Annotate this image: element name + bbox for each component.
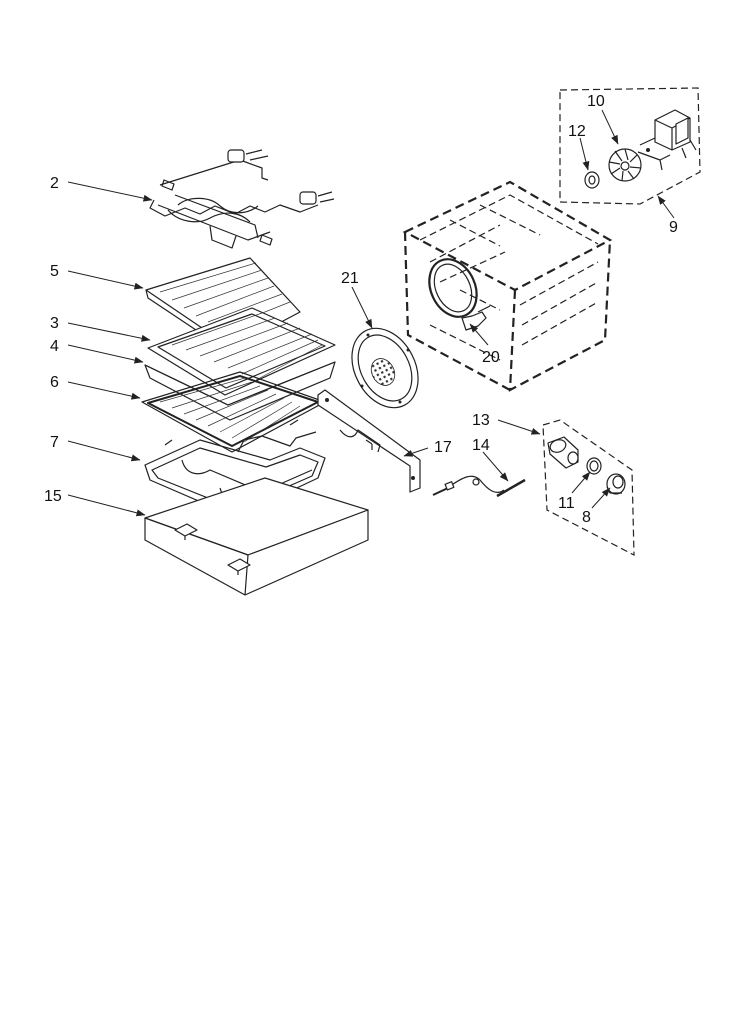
temperature-probe[interactable] [432, 475, 526, 498]
callout-21: 21 [341, 270, 359, 287]
oven-cavity-outline [402, 180, 613, 392]
light-socket[interactable] [547, 436, 579, 469]
leader-lines [67, 109, 675, 517]
broiler-pan[interactable] [147, 307, 336, 396]
light-assembly-group [542, 419, 635, 556]
callout-3: 3 [50, 315, 59, 332]
light-lens[interactable] [606, 473, 626, 495]
callout-13: 13 [472, 412, 490, 429]
callout-10: 10 [587, 93, 605, 110]
callout-2: 2 [50, 175, 59, 192]
convection-fan-cover[interactable] [339, 317, 431, 419]
element-bracket[interactable] [317, 389, 421, 493]
callout-15: 15 [44, 488, 62, 505]
oven-bottom-panel[interactable] [144, 477, 369, 596]
convection-fan-blade[interactable] [608, 148, 642, 182]
callout-labels: 2 5 3 4 6 7 15 21 20 17 14 13 11 8 9 10 … [44, 93, 678, 526]
callout-6: 6 [50, 374, 59, 391]
callout-9: 9 [669, 219, 678, 236]
callout-8: 8 [582, 509, 591, 526]
convection-motor[interactable] [637, 109, 697, 171]
lens-gasket[interactable] [586, 457, 602, 475]
convection-element[interactable] [420, 252, 491, 331]
callout-5: 5 [50, 263, 59, 280]
callout-20: 20 [482, 349, 500, 366]
callout-11: 11 [558, 495, 575, 512]
callout-7: 7 [50, 434, 59, 451]
callout-12: 12 [568, 123, 586, 140]
callout-14: 14 [472, 437, 490, 454]
convection-motor-group [559, 87, 701, 205]
fan-nut[interactable] [584, 171, 600, 189]
callout-4: 4 [50, 338, 59, 355]
callout-17: 17 [434, 439, 452, 456]
broiler-pan-base[interactable] [144, 361, 336, 421]
broil-element[interactable] [149, 149, 335, 249]
